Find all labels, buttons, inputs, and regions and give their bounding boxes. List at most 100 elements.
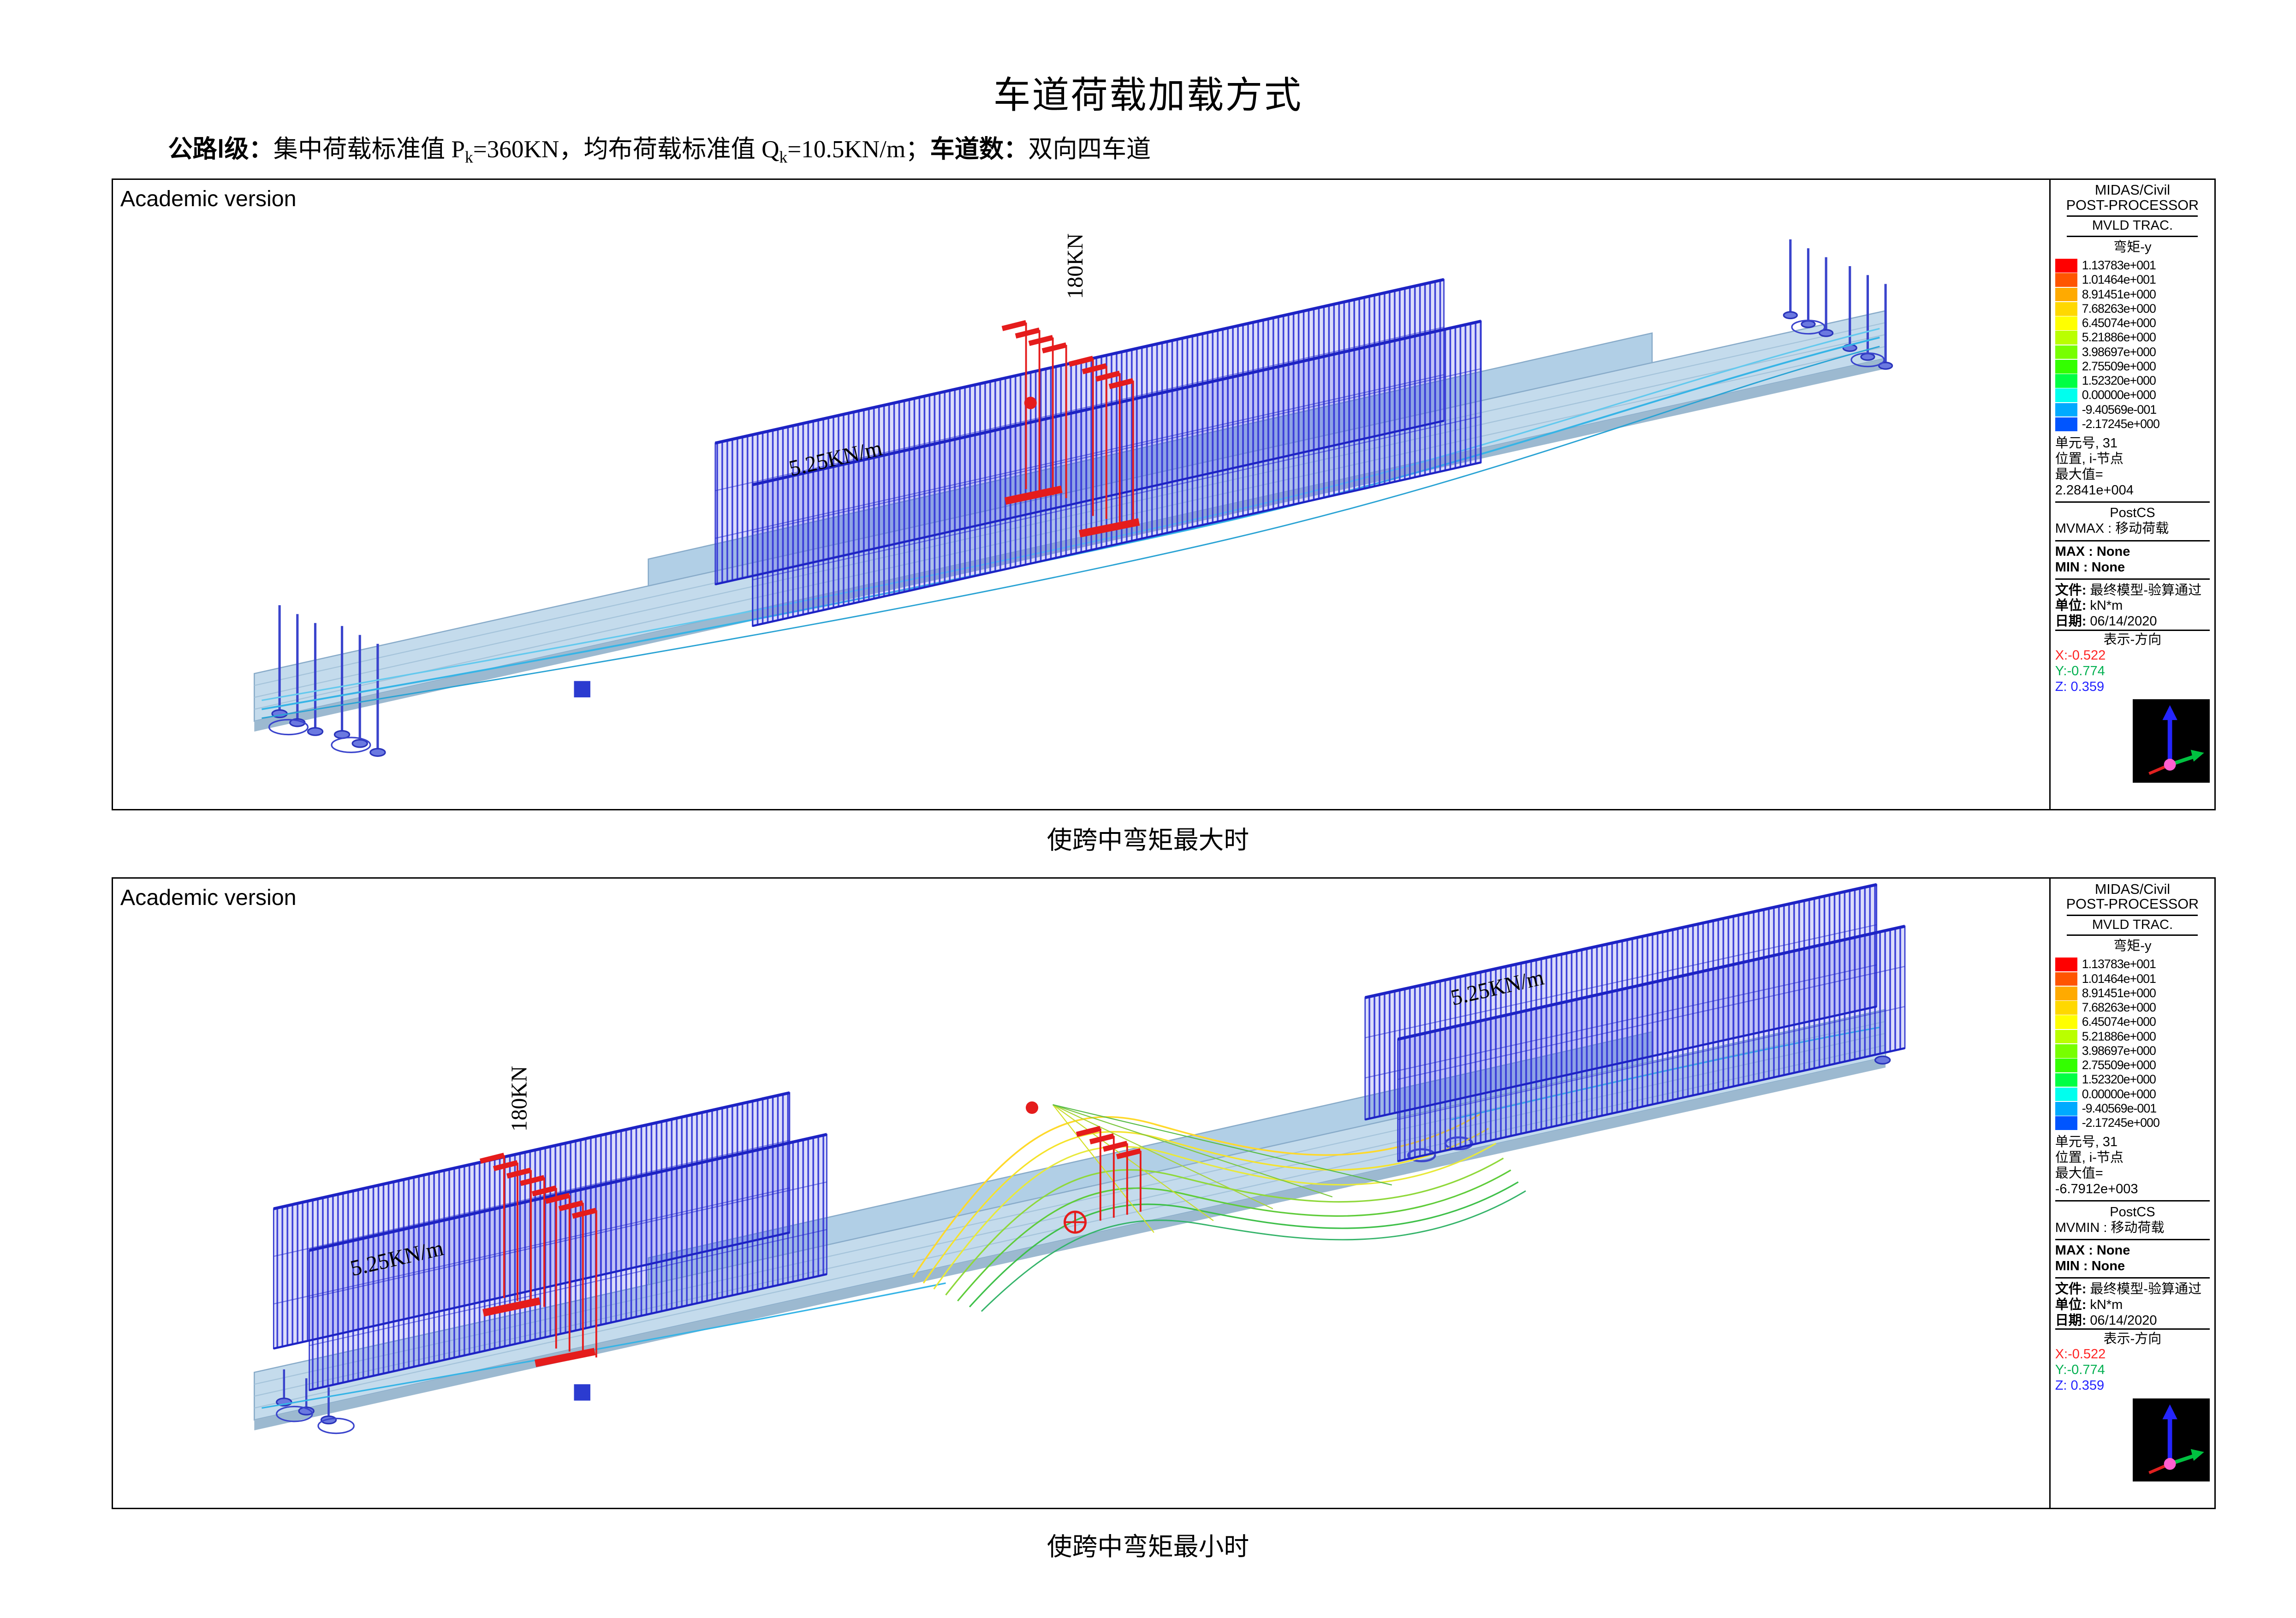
scale-value: 5.21886e+000	[2082, 1029, 2156, 1043]
date-value: 06/14/2020	[2090, 614, 2157, 629]
scale-value: 8.91451e+000	[2082, 986, 2156, 1000]
lanes-label: 车道数：	[930, 136, 1029, 163]
model-view-min: Academic version	[113, 879, 2049, 1508]
axis-triad-icon	[2148, 705, 2204, 775]
subtitle-seg2: =360KN，均布荷载标准值 Q	[473, 136, 779, 163]
support-marker	[574, 681, 590, 697]
date-label: 日期:	[2055, 1313, 2087, 1328]
file-line: 文件: 最终模型-验算通过	[2055, 583, 2210, 599]
page-title: 车道荷载加载方式	[993, 75, 1303, 116]
color-swatch	[2055, 1044, 2078, 1058]
color-swatch	[2055, 1029, 2078, 1044]
axis-triad-box	[2132, 1398, 2210, 1482]
unit-line: 单位: kN*m	[2055, 598, 2210, 614]
color-swatch	[2055, 1001, 2078, 1015]
scale-value: 0.00000e+000	[2082, 388, 2156, 402]
scale-row: 7.68263e+000	[2055, 1000, 2210, 1015]
color-swatch	[2055, 403, 2078, 417]
moving-load-line: MVMAX : 移动荷载	[2055, 521, 2169, 536]
max-value: -6.7912e+003	[2055, 1181, 2138, 1196]
scale-value: 8.91451e+000	[2082, 287, 2156, 301]
axis-y-value: Y:-0.774	[2055, 1362, 2105, 1378]
scale-row: 2.75509e+000	[2055, 359, 2210, 374]
app-name: MIDAS/Civil	[2094, 182, 2171, 198]
left-piers	[268, 605, 386, 757]
color-swatch	[2055, 1073, 2078, 1087]
unit-label: 单位:	[2055, 598, 2087, 613]
result-mode: MVLD TRAC.	[2067, 914, 2198, 936]
scale-value: 6.45074e+000	[2082, 316, 2156, 330]
file-value: 最终模型-验算通过	[2090, 1281, 2202, 1297]
scale-row: 8.91451e+000	[2055, 986, 2210, 1000]
color-swatch	[2055, 417, 2078, 431]
concentrated-loads	[1001, 320, 1140, 538]
scale-value: -2.17245e+000	[2082, 416, 2160, 431]
load-parameters-line: 公路Ⅰ级：集中荷载标准值 Pk=360KN，均布荷载标准值 Qk=10.5KN/…	[168, 129, 1151, 167]
scale-row: 3.98697e+000	[2055, 1044, 2210, 1058]
unit-label: 单位:	[2055, 1297, 2087, 1312]
point-load-label: 180KN	[507, 1066, 531, 1131]
point-load-label: 180KN	[1063, 233, 1088, 299]
scale-row: -2.17245e+000	[2055, 1116, 2210, 1130]
scale-value: -9.40569e-001	[2082, 402, 2157, 416]
color-swatch	[2055, 302, 2078, 316]
support-marker	[574, 1384, 590, 1401]
bridge-scene-min: 180KN 5.25KN/m 5.25KN/m	[253, 883, 1906, 1434]
max-none: MAX : None	[2055, 544, 2130, 559]
axis-x-value: X:-0.522	[2055, 648, 2106, 663]
color-swatch	[2055, 287, 2078, 302]
axis-triad-icon	[2148, 1404, 2204, 1474]
scale-value: 1.01464e+001	[2082, 273, 2156, 287]
app-module: POST-PROCESSOR	[2066, 896, 2199, 912]
scale-value: 1.01464e+001	[2082, 971, 2156, 986]
model-view-max: Academic version	[113, 180, 2049, 809]
scale-row: 5.21886e+000	[2055, 330, 2210, 345]
subtitle-sub2: k	[779, 148, 788, 167]
lane-load-block	[714, 278, 1482, 627]
color-swatch	[2055, 316, 2078, 330]
lane-load-block-right	[1364, 883, 1906, 1162]
left-piers	[275, 1369, 355, 1434]
scale-row: 1.13783e+001	[2055, 258, 2210, 273]
legend-panel-min: MIDAS/Civil POST-PROCESSOR MVLD TRAC. 弯矩…	[2049, 879, 2214, 1508]
scale-row: 0.00000e+000	[2055, 388, 2210, 403]
scale-value: 5.21886e+000	[2082, 330, 2156, 345]
bridge-scene-max: 180KN 5.25KN/m	[253, 233, 1893, 757]
postcs-label: PostCS	[2110, 1204, 2155, 1219]
scale-value: 2.75509e+000	[2082, 359, 2156, 373]
color-swatch	[2055, 1087, 2078, 1101]
date-line: 日期: 06/14/2020	[2055, 1313, 2210, 1329]
scale-value: 1.52320e+000	[2082, 374, 2156, 388]
scale-value: 2.75509e+000	[2082, 1058, 2156, 1072]
academic-version-label: Academic version	[120, 186, 297, 211]
postcs-label: PostCS	[2110, 506, 2155, 521]
direction-title: 表示-方向	[2055, 1328, 2210, 1347]
scale-row: 2.75509e+000	[2055, 1058, 2210, 1072]
date-value: 06/14/2020	[2090, 1313, 2157, 1328]
road-grade-label: 公路Ⅰ级：	[168, 136, 274, 163]
file-label: 文件:	[2055, 1281, 2087, 1297]
concentrated-loads-center	[1025, 1101, 1142, 1234]
scale-value: 3.98697e+000	[2082, 345, 2156, 359]
min-none: MIN : None	[2055, 1259, 2125, 1274]
result-component: 弯矩-y	[2113, 939, 2152, 954]
subtitle-seg1: 集中荷载标准值 P	[273, 136, 465, 163]
scale-row: 6.45074e+000	[2055, 316, 2210, 330]
axis-z-value: Z: 0.359	[2055, 1378, 2105, 1393]
scale-value: 6.45074e+000	[2082, 1015, 2156, 1029]
position-node: 位置, i-节点	[2055, 1150, 2124, 1166]
scale-value: 7.68263e+000	[2082, 301, 2156, 315]
result-mode: MVLD TRAC.	[2067, 215, 2198, 237]
color-scale: 1.13783e+001 1.01464e+001 8.91451e+000 7…	[2055, 957, 2210, 1130]
element-number: 单元号, 31	[2055, 1135, 2118, 1150]
lanes-value: 双向四车道	[1028, 136, 1151, 163]
subtitle-sub1: k	[464, 148, 473, 167]
academic-version-label: Academic version	[120, 885, 297, 910]
axis-triad-box	[2132, 699, 2210, 783]
direction-title: 表示-方向	[2055, 630, 2210, 648]
scale-row: -2.17245e+000	[2055, 417, 2210, 431]
color-scale: 1.13783e+001 1.01464e+001 8.91451e+000 7…	[2055, 258, 2210, 431]
color-swatch	[2055, 273, 2078, 287]
figure-caption-min: 使跨中弯矩最小时	[1047, 1532, 1249, 1561]
scale-row: 1.13783e+001	[2055, 957, 2210, 972]
